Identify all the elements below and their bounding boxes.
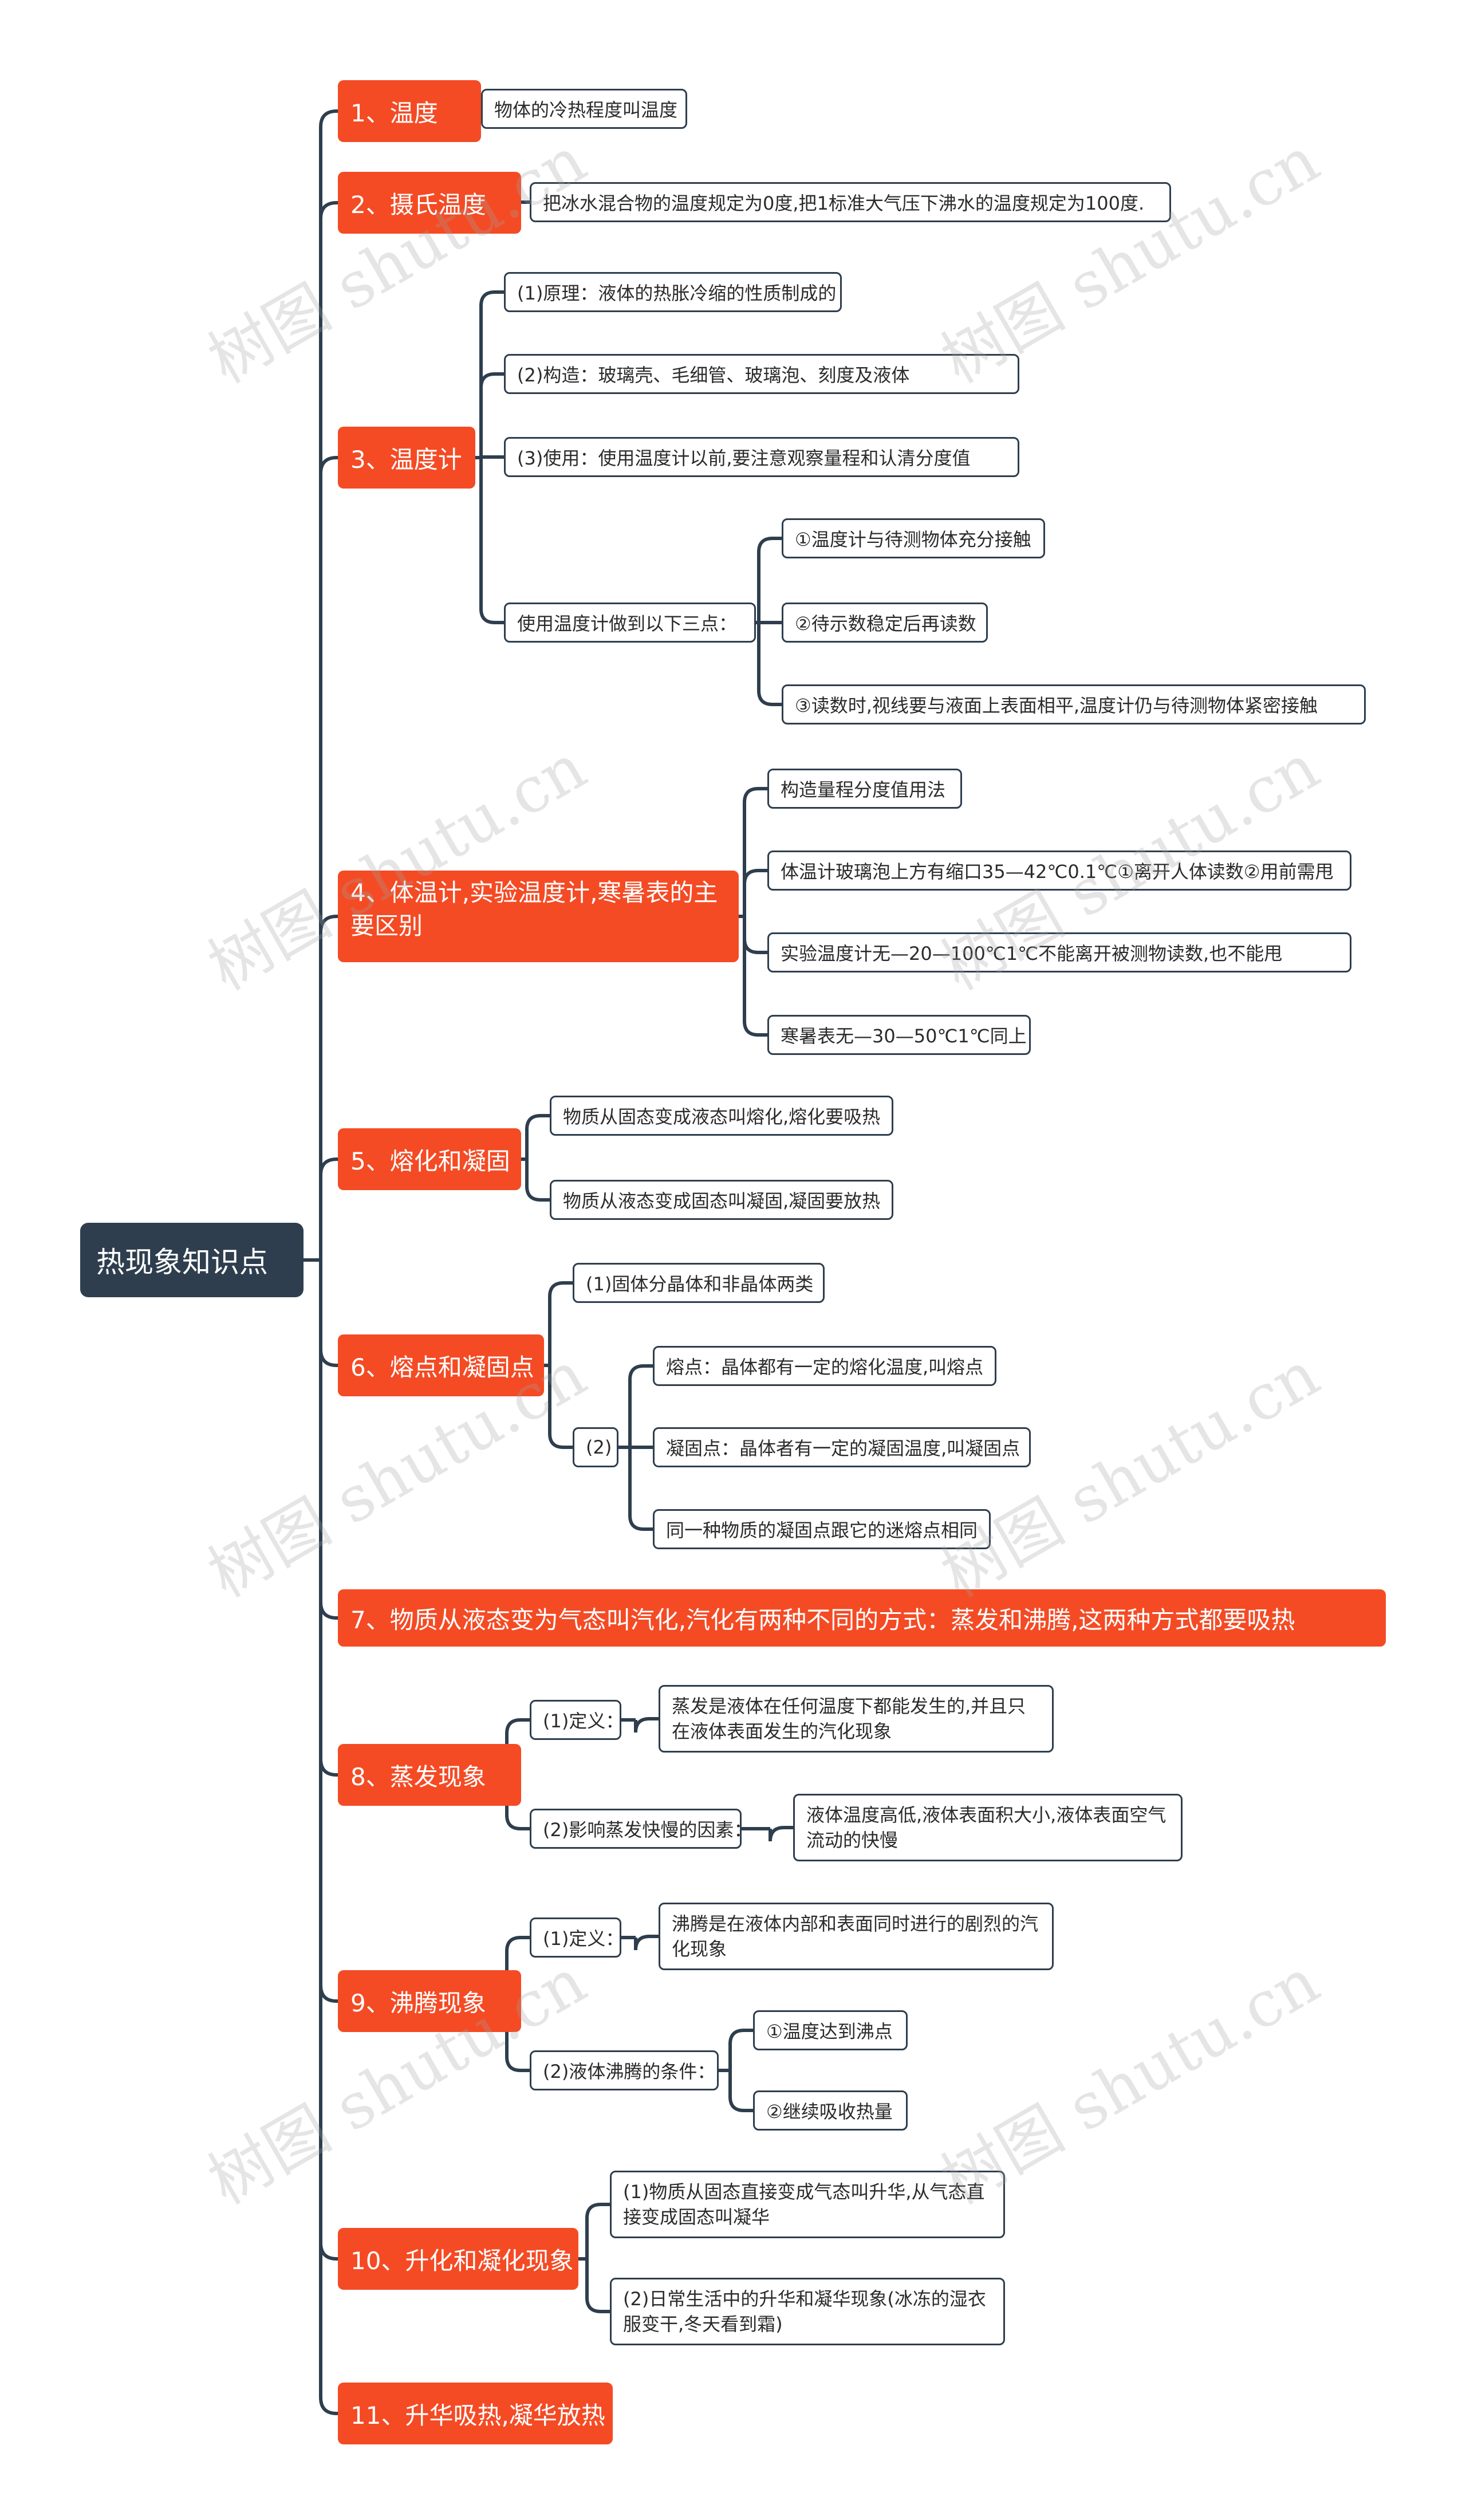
connector: [505, 1936, 530, 2001]
detail-3-4-3[interactable]: ③读数时,视线要与液面上表面相平,温度计仍与待测物体紧密接触: [782, 684, 1366, 724]
connector: [628, 1447, 653, 1531]
detail-6-2-2[interactable]: 凝固点：晶体者有一定的凝固温度,叫凝固点: [653, 1427, 1031, 1467]
connector: [319, 1260, 338, 1620]
detail-3-4-1[interactable]: ①温度计与待测物体充分接触: [782, 518, 1045, 558]
connector: [628, 1364, 653, 1447]
subtopic-9-1[interactable]: (1)定义：: [530, 1917, 624, 1958]
connector: [728, 2070, 753, 2112]
topic-10[interactable]: 10、升化和凝化现象: [338, 2228, 578, 2290]
connector: [319, 201, 338, 1260]
detail-6-2-1[interactable]: 熔点：晶体都有一定的熔化温度,叫熔点: [653, 1346, 996, 1386]
connector: [479, 290, 504, 458]
connector: [728, 2029, 753, 2070]
subtopic-1-1[interactable]: 物体的冷热程度叫温度: [481, 89, 687, 129]
connector: [319, 456, 338, 1260]
subtopic-3-3[interactable]: (3)使用：使用温度计以前,要注意观察量程和认清分度值: [504, 437, 1019, 477]
detail-9-2-2[interactable]: ②继续吸收热量: [753, 2090, 908, 2131]
subtopic-4-1[interactable]: 构造量程分度值用法: [767, 769, 962, 809]
connector: [525, 1114, 550, 1159]
topic-1[interactable]: 1、温度: [338, 80, 481, 142]
connector: [743, 787, 767, 916]
subtopic-6-2[interactable]: (2): [573, 1427, 618, 1467]
connector: [743, 869, 767, 916]
topic-11[interactable]: 11、升华吸热,凝华放热: [338, 2383, 613, 2444]
subtopic-5-1[interactable]: 物质从固态变成液态叫熔化,熔化要吸热: [550, 1096, 893, 1136]
detail-6-2-3[interactable]: 同一种物质的凝固点跟它的迷熔点相同: [653, 1509, 991, 1549]
topic-9[interactable]: 9、沸腾现象: [338, 1970, 521, 2032]
connector: [585, 2259, 610, 2313]
topic-2[interactable]: 2、摄氏温度: [338, 172, 521, 234]
connector: [548, 1365, 573, 1449]
connector: [505, 2001, 530, 2072]
topic-4[interactable]: 4、体温计,实验温度计,寒暑表的主要区别: [338, 871, 739, 962]
detail-3-4-2[interactable]: ②待示数稳定后再读数: [782, 603, 988, 643]
connector: [743, 916, 767, 954]
subtopic-4-4[interactable]: 寒暑表无—30—50℃1℃同上: [767, 1015, 1031, 1055]
topic-3[interactable]: 3、温度计: [338, 427, 475, 489]
subtopic-8-2[interactable]: (2)影响蒸发快慢的因素：: [530, 1809, 752, 1849]
connector: [505, 1775, 530, 1830]
subtopic-2-1[interactable]: 把冰水混合物的温度规定为0度,把1标准大气压下沸水的温度规定为100度.: [530, 182, 1171, 222]
detail-9-2-1[interactable]: ①温度达到沸点: [753, 2010, 908, 2050]
connector: [505, 1718, 530, 1775]
subtopic-10-1[interactable]: (1)物质从固态直接变成气态叫升华,从气态直接变成固态叫凝华: [610, 2171, 1005, 2238]
topic-8[interactable]: 8、蒸发现象: [338, 1744, 521, 1806]
connector: [319, 1260, 338, 1777]
subtopic-10-2[interactable]: (2)日常生活中的升华和凝华现象(冰冻的湿衣服变干,冬天看到霜): [610, 2278, 1005, 2345]
connector: [319, 1157, 338, 1260]
root-topic[interactable]: 热现象知识点: [80, 1223, 304, 1297]
connector: [548, 1281, 573, 1365]
subtopic-3-4[interactable]: 使用温度计做到以下三点：: [504, 603, 756, 643]
connector: [319, 1260, 338, 2415]
connector: [743, 916, 767, 1037]
connector: [319, 915, 338, 1260]
connector: [634, 1935, 659, 1951]
connector: [319, 1260, 338, 2003]
connector: [757, 537, 782, 623]
detail-9-1-1[interactable]: 沸腾是在液体内部和表面同时进行的剧烈的汽化现象: [659, 1903, 1054, 1970]
subtopic-9-2[interactable]: (2)液体沸腾的条件：: [530, 2050, 719, 2090]
connector: [757, 623, 782, 706]
topic-7[interactable]: 7、物质从液态变为气态叫汽化,汽化有两种不同的方式：蒸发和沸腾,这两种方式都要吸…: [338, 1589, 1386, 1647]
connector: [525, 1159, 550, 1202]
subtopic-3-2[interactable]: (2)构造：玻璃壳、毛细管、玻璃泡、刻度及液体: [504, 354, 1019, 394]
detail-8-1-1[interactable]: 蒸发是液体在任何温度下都能发生的,并且只在液体表面发生的汽化现象: [659, 1685, 1054, 1753]
connector: [479, 458, 504, 624]
subtopic-3-1[interactable]: (1)原理：液体的热胀冷缩的性质制成的: [504, 272, 842, 312]
subtopic-5-2[interactable]: 物质从液态变成固态叫凝固,凝固要放热: [550, 1180, 893, 1220]
connector: [319, 109, 338, 1260]
connector: [479, 372, 504, 458]
detail-8-2-1[interactable]: 液体温度高低,液体表面积大小,液体表面空气流动的快慢: [793, 1794, 1183, 1861]
connector: [319, 1260, 338, 2261]
connector: [634, 1717, 659, 1733]
subtopic-8-1[interactable]: (1)定义：: [530, 1700, 624, 1740]
subtopic-4-2[interactable]: 体温计玻璃泡上方有缩口35—42℃0.1℃①离开人体读数②用前需甩: [767, 850, 1351, 891]
subtopic-6-1[interactable]: (1)固体分晶体和非晶体两类: [573, 1263, 825, 1303]
connector: [585, 2203, 610, 2259]
topic-6[interactable]: 6、熔点和凝固点: [338, 1334, 544, 1396]
subtopic-4-3[interactable]: 实验温度计无—20—100℃1℃不能离开被测物读数,也不能甩: [767, 932, 1351, 972]
connector: [319, 1260, 338, 1367]
connector: [769, 1826, 793, 1842]
topic-5[interactable]: 5、熔化和凝固: [338, 1128, 521, 1190]
